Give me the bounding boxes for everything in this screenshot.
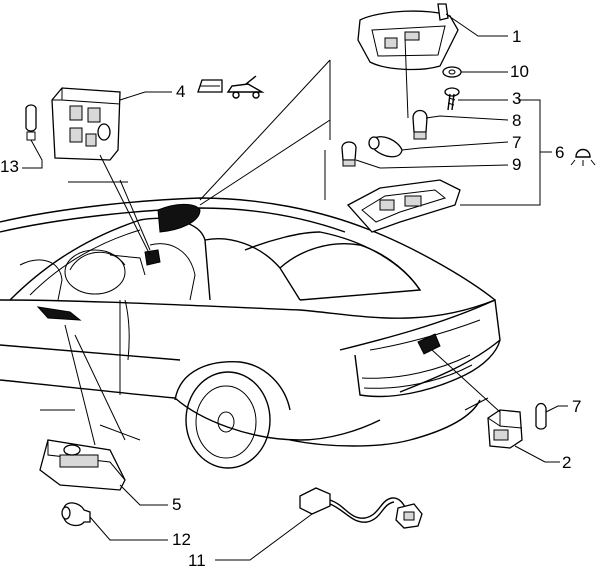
callout-11: 11 [188,551,206,569]
callout-7-upper: 7 [512,133,521,152]
wedge-bulb-part [412,109,428,140]
festoon-bulb-part [368,136,403,158]
panel-bulb-part [25,104,37,141]
tailgate-icon [226,75,265,99]
screw-part [444,87,460,111]
callout-10: 10 [510,62,529,81]
callout-12: 12 [172,530,191,549]
car-body [0,197,501,469]
door-lamp-part [39,439,126,491]
callout-5: 5 [172,495,181,514]
roof-lamp-housing [357,3,459,71]
washer-part [442,66,462,78]
bulb-9-part [341,141,357,167]
switch-panel-location [144,249,161,266]
callout-4: 4 [176,82,185,101]
callout-13: 13 [0,157,19,176]
roof-lamp-lens [346,179,461,233]
callout-2: 2 [562,453,571,472]
door-lamp-bulb-part [61,502,91,527]
leader-lines [22,13,568,561]
plate-lamp-part [487,409,523,449]
callout-1: 1 [512,27,521,46]
callout-9: 9 [512,155,521,174]
rear-window-icon [197,79,223,93]
callout-8: 8 [512,111,521,130]
roof-lamp-location [157,203,201,233]
plate-bulb-part [535,402,547,430]
plate-lamp-location [417,333,441,355]
interior-light-icon [570,148,596,166]
harness-part [299,487,423,529]
door-lamp-location [36,306,82,321]
callout-7-lower: 7 [572,397,581,416]
switch-panel-part [51,87,121,161]
callout-6: 6 [555,143,564,162]
callout-3: 3 [512,89,521,108]
